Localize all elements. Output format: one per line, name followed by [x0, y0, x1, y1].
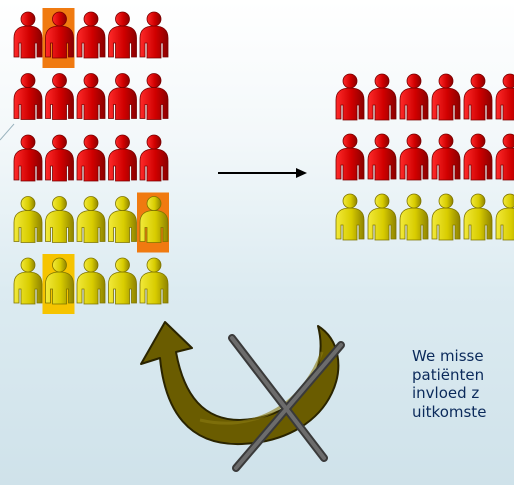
- person-icon-yellow: [13, 257, 43, 305]
- explanation-text: We misse patiënten invloed z uitkomste: [412, 347, 514, 421]
- person-icon-red: [76, 73, 106, 120]
- person-icon-yellow: [431, 193, 461, 241]
- person-icon-yellow: [45, 257, 74, 305]
- person-icon-red: [463, 73, 493, 121]
- person-icon-red: [108, 11, 137, 59]
- person-icon-red: [463, 133, 493, 181]
- person-icon-red: [139, 11, 169, 59]
- person-icon-yellow: [399, 193, 429, 241]
- person-icon-red: [335, 133, 365, 181]
- person-icon-yellow: [13, 196, 43, 243]
- arrow-right-icon: [218, 168, 307, 178]
- person-icon-red: [399, 133, 429, 181]
- right-patient-group: [335, 73, 514, 241]
- person-icon-red: [13, 134, 43, 182]
- person-icon-red: [13, 11, 43, 59]
- person-icon-red: [335, 73, 365, 121]
- person-icon-red: [108, 134, 137, 182]
- person-icon-red: [13, 73, 43, 120]
- person-icon-yellow: [335, 193, 365, 241]
- person-icon-red: [431, 133, 461, 181]
- person-icon-yellow: [139, 257, 169, 305]
- person-icon-red: [108, 73, 137, 120]
- note-line-3: invloed z: [412, 384, 480, 402]
- person-icon-red: [495, 133, 514, 181]
- person-icon-red: [76, 11, 106, 59]
- left-patient-group: [13, 8, 169, 314]
- person-icon-yellow: [367, 193, 397, 241]
- person-icon-yellow: [139, 196, 169, 243]
- person-icon-yellow: [76, 257, 106, 305]
- note-line-1: We misse: [412, 347, 484, 365]
- person-icon-red: [139, 134, 169, 182]
- person-icon-yellow: [463, 193, 493, 241]
- decorative-line: [0, 123, 15, 141]
- person-icon-red: [495, 73, 514, 121]
- person-icon-yellow: [108, 196, 137, 243]
- person-icon-yellow: [76, 196, 106, 243]
- note-line-2: patiënten: [412, 365, 485, 384]
- person-icon-red: [139, 73, 169, 120]
- person-icon-red: [367, 73, 397, 121]
- person-icon-yellow: [45, 196, 74, 243]
- person-icon-red: [399, 73, 429, 121]
- person-icon-red: [431, 73, 461, 121]
- note-line-4: uitkomste: [412, 402, 487, 421]
- person-icon-red: [45, 134, 74, 182]
- person-icon-yellow: [495, 193, 514, 241]
- person-icon-yellow: [108, 257, 137, 305]
- person-icon-red: [76, 134, 106, 182]
- person-icon-red: [45, 73, 74, 120]
- cross-icon: [228, 334, 345, 472]
- person-icon-red: [45, 11, 74, 59]
- person-icon-red: [367, 133, 397, 181]
